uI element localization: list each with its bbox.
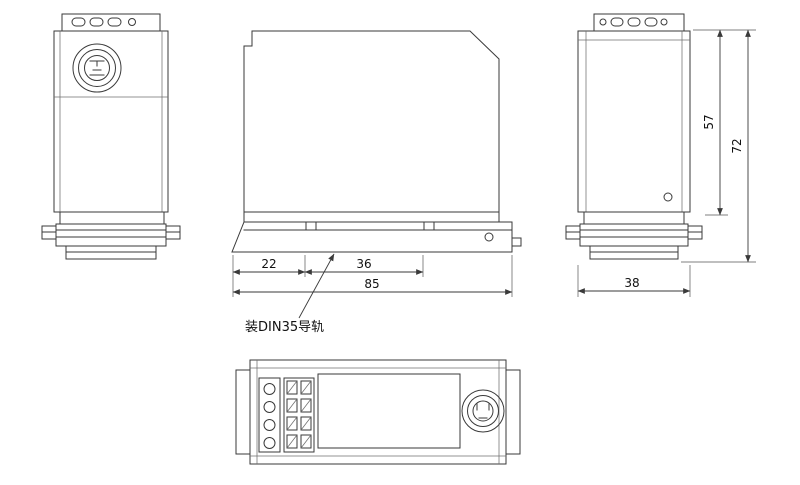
rail-clip-right [423,221,435,231]
terminal-screws [258,377,281,453]
dim-label-57: 57 [702,114,716,129]
right-body [577,30,691,213]
dim-horizontal-group: 22 36 85 [232,255,513,297]
side-view [231,30,522,253]
top-view-connector [461,389,505,433]
dim-vertical-group: 57 72 38 [577,29,756,297]
right-top-cap [593,13,685,32]
front-view [41,13,181,260]
front-top-cap [61,13,161,32]
din-rail-callout: 装DIN35导轨 [245,253,335,335]
side-body-outline [243,30,500,213]
din-rail-plate [231,221,522,253]
top-view-right-cap [505,369,521,455]
front-body [53,30,169,213]
right-din-clip [565,211,703,260]
right-view [565,13,703,260]
dim-label-22: 22 [261,257,276,271]
top-view [235,359,521,465]
plate-hole [484,232,494,242]
dim-label-72: 72 [730,138,744,153]
dim-label-36: 36 [356,257,371,271]
display-window [317,373,461,449]
rail-clip-left [305,221,317,231]
callout-leader-line [298,253,335,319]
plate-hook [511,237,522,247]
top-view-left-cap [235,369,251,455]
dim-label-85: 85 [364,277,379,291]
right-vent-slots [599,17,668,27]
front-connector [72,43,122,93]
terminal-block [283,377,315,453]
right-body-hole [663,192,673,202]
din-rail-label: 装DIN35导轨 [245,320,324,335]
dim-label-38: 38 [624,276,639,290]
front-vent-slots [71,17,136,27]
front-din-clip [41,211,181,260]
